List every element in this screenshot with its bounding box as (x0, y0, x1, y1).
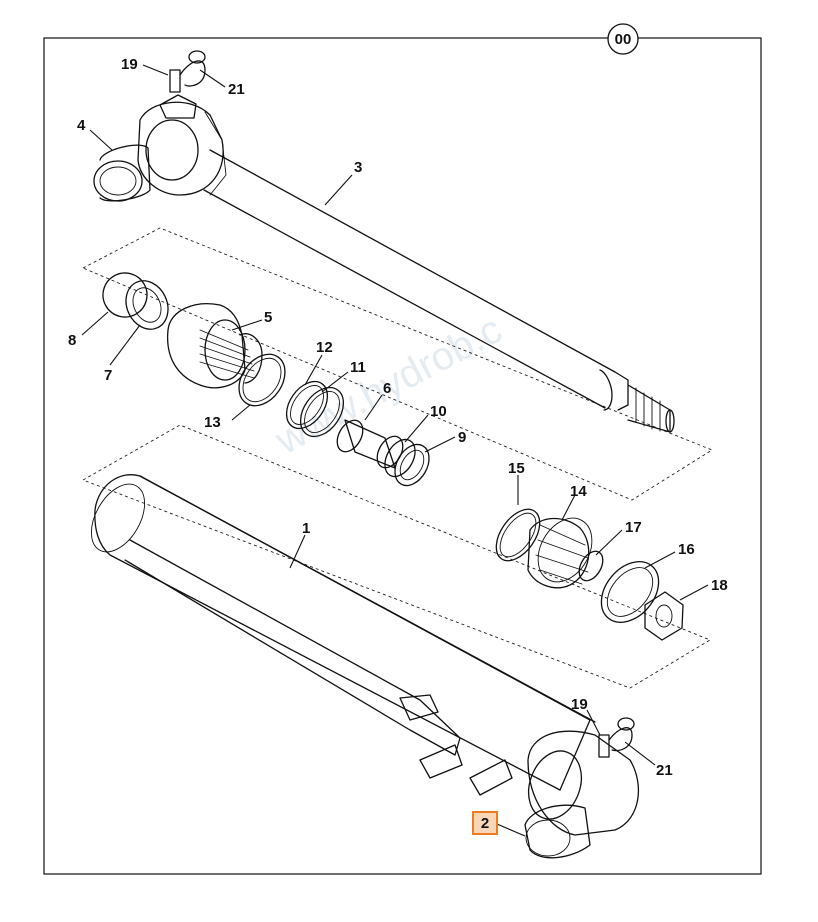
page-id-badge (607, 23, 639, 55)
seal-part-11 (299, 386, 345, 438)
callout-17: 17 (625, 519, 642, 536)
callout-15: 15 (508, 460, 525, 477)
callout-9: 9 (458, 429, 466, 446)
piston-rod-part (93, 50, 675, 433)
callout-11: 11 (350, 359, 366, 376)
callout-21-lower: 21 (656, 762, 673, 779)
callout-7: 7 (104, 367, 112, 384)
retaining-ring-part-8 (102, 272, 148, 318)
wear-ring-part-16 (600, 561, 660, 623)
callout-14: 14 (570, 483, 587, 500)
page-id-label: 00 (615, 31, 632, 48)
callout-3: 3 (354, 159, 362, 176)
highlighted-callout-2[interactable]: 2 (472, 811, 498, 835)
backup-ring-part-12 (285, 380, 329, 430)
callout-1: 1 (302, 520, 310, 537)
callout-8: 8 (68, 332, 76, 349)
diagram-frame (43, 37, 762, 875)
wiper-seal-part-7 (125, 280, 169, 330)
callout-5: 5 (264, 309, 272, 326)
piston-part-14 (527, 517, 593, 589)
piston-seal-part-17 (578, 550, 604, 582)
o-ring-part-13 (238, 353, 286, 407)
rod-parts-plane (81, 227, 713, 501)
callout-13: 13 (204, 414, 221, 431)
cylinder-barrel-part (90, 474, 640, 859)
callout-10: 10 (430, 403, 447, 420)
nut-seal-part-9 (394, 443, 430, 487)
cylinder-parts-plane (81, 424, 712, 689)
seal-part-10 (384, 438, 416, 478)
callout-18: 18 (711, 577, 728, 594)
gland-part-5 (166, 303, 263, 389)
piston-o-ring-part-15 (495, 508, 541, 562)
callout-19-lower: 19 (571, 696, 588, 713)
callout-6: 6 (383, 380, 391, 397)
callout-19-upper: 19 (121, 56, 138, 73)
callout-21-upper: 21 (228, 81, 245, 98)
callout-4: 4 (77, 117, 86, 134)
callout-16: 16 (678, 541, 695, 558)
lock-nut-part-18 (644, 591, 684, 641)
highlighted-callout-2-label: 2 (480, 815, 490, 832)
leader-lines (81, 64, 709, 837)
callout-12: 12 (316, 339, 333, 356)
callout-labels: 19 21 4 3 5 8 7 12 11 13 6 10 9 15 14 17… (68, 56, 728, 779)
